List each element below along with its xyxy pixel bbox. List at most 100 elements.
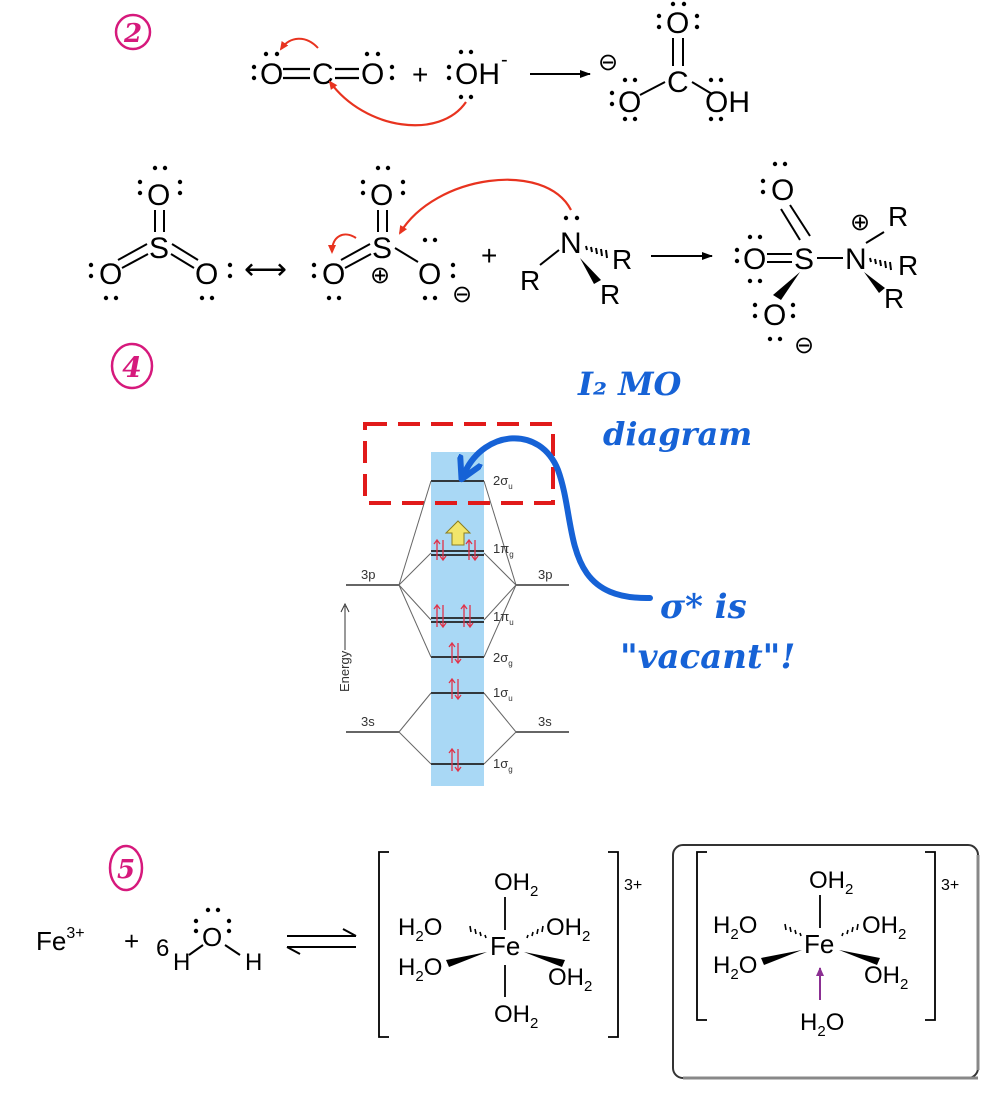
annotation-pointer-arrow <box>465 435 653 602</box>
amine-so3-adduct: O O S N ⊕ R R R O ⊖ <box>734 161 918 359</box>
so3a-right-oxygen: O <box>195 258 218 291</box>
mo-highlight-band <box>431 452 484 786</box>
mo-label-1sigma-g: 1σg <box>493 756 513 774</box>
mo-label-2sigma-g: 2σg <box>493 650 513 668</box>
svg-text:1σg: 1σg <box>493 756 513 774</box>
ligand-lower-left: H <box>713 952 730 979</box>
right-bracket <box>608 851 619 1038</box>
curved-arrow-oxygen-attack <box>328 80 467 127</box>
left-bracket <box>378 851 389 1038</box>
ligand-lower-right: OH <box>864 962 900 989</box>
svg-text:H2O: H2O <box>398 914 442 945</box>
lone-pair-dots <box>311 165 456 301</box>
svg-text:2σu: 2σu <box>493 473 513 491</box>
adduct-top-oxygen: O <box>771 174 794 207</box>
curved-arrow-pi-to-oxygen <box>328 233 357 254</box>
svg-text:OH2: OH2 <box>494 869 538 900</box>
lone-pair-dots <box>609 1 724 122</box>
annotation-mo-diagram-line1: I₂ MO <box>577 365 682 403</box>
hydroxide: OH <box>455 58 500 91</box>
bicarbonate-right-hydroxyl: OH <box>705 86 750 119</box>
adduct-r-top: R <box>888 201 908 232</box>
so3b-sulfur: S <box>372 232 392 265</box>
complex-charge: 3+ <box>624 877 642 894</box>
amine-r-right: R <box>612 244 632 275</box>
annotation-mo-diagram-line2: diagram <box>603 415 752 453</box>
curved-arrow-nitrogen-attack <box>398 178 572 235</box>
ligand-top: OH <box>809 867 845 894</box>
adduct-nitrogen: N <box>845 243 867 276</box>
amine-r-left: R <box>520 265 540 296</box>
svg-text:OH2: OH2 <box>548 964 592 995</box>
mo-diagram: 3p 3s 3p 3s 2σu 1πg 1πu 2σg 1σu <box>337 422 569 786</box>
svg-text:H2O: H2O <box>398 954 442 985</box>
hydroxide-charge: - <box>501 49 508 71</box>
mo-label-1pi-u: 1πu <box>493 609 514 627</box>
ligand-top: OH <box>494 869 530 896</box>
lone-pair-dots <box>251 51 395 81</box>
bicarbonate-left-oxygen: O <box>618 86 641 119</box>
bicarbonate-top-oxygen: O <box>666 7 689 40</box>
adduct-r-right: R <box>898 250 918 281</box>
svg-text:H2O: H2O <box>713 912 757 943</box>
problem-number-2: 2 <box>114 13 152 51</box>
plus-sign: + <box>481 240 497 271</box>
metal-center: Fe <box>804 929 834 959</box>
svg-text:OH2: OH2 <box>862 912 906 943</box>
resonance-arrow: ⟷ <box>244 253 287 286</box>
so3b-right-oxygen: O <box>418 258 441 291</box>
plus-sign: + <box>412 59 428 90</box>
svg-text:1σu: 1σu <box>493 685 513 703</box>
right-bracket <box>925 851 936 1021</box>
bicarbonate-carbon: C <box>667 66 689 99</box>
svg-text:OH2: OH2 <box>494 1001 538 1032</box>
water-h-right: H <box>245 949 262 976</box>
lone-pair-dots <box>193 907 232 934</box>
atomic-level-left-3s: 3s <box>361 714 375 729</box>
problem-number-4: 4 <box>110 342 154 390</box>
bicarbonate-negative-charge: ⊖ <box>598 49 618 76</box>
ligand-lower-left: H <box>398 954 415 981</box>
reaction-iron-hexaaqua: Fe3+ + 6 H O H 3+ OH2 Fe OH2 <box>36 844 980 1080</box>
ligand-lower-right: OH <box>548 964 584 991</box>
atomic-level-left-3p: 3p <box>361 567 375 582</box>
water-h-left: H <box>173 949 190 976</box>
so3b-top-oxygen: O <box>370 179 393 212</box>
ligand-upper-right: OH <box>546 914 582 941</box>
so3b-oxygen-negative-charge: ⊖ <box>452 281 472 308</box>
co2-carbon: C <box>312 58 334 91</box>
svg-text:OH2: OH2 <box>546 914 590 945</box>
svg-text:OH2: OH2 <box>864 962 908 993</box>
ligand-upper-left: H <box>398 914 415 941</box>
adduct-bottom-oxygen: O <box>763 299 786 332</box>
water-coefficient: 6 <box>156 935 169 962</box>
svg-text:OH2: OH2 <box>809 867 853 898</box>
energy-axis-label: Energy <box>337 650 352 692</box>
co2-left-oxygen: O <box>260 58 283 91</box>
lone-pair-dots <box>563 215 580 221</box>
svg-text:H2O: H2O <box>713 952 757 983</box>
adduct-r-bottom: R <box>884 283 904 314</box>
amine-nitrogen: N <box>560 227 582 260</box>
ligand-upper-right: OH <box>862 912 898 939</box>
atomic-level-right-3s: 3s <box>538 714 552 729</box>
problem-number-2-label: 2 <box>123 19 142 49</box>
amine-r-bottom: R <box>600 279 620 310</box>
co2-right-oxygen: O <box>361 58 384 91</box>
adduct-nitrogen-positive-charge: ⊕ <box>850 209 870 236</box>
lone-pair-dots <box>88 165 233 301</box>
tertiary-amine: N R R R <box>398 178 632 310</box>
iron-charge: 3+ <box>66 925 84 942</box>
water-oxygen: O <box>202 922 222 952</box>
sulfur-trioxide-resonance-a: O S O O <box>88 165 233 301</box>
so3a-top-oxygen: O <box>147 179 170 212</box>
problem-number-5-label: 5 <box>117 855 135 885</box>
adduct-oxygen-negative-charge: ⊖ <box>794 332 814 359</box>
equilibrium-arrows <box>286 928 357 955</box>
hexaaqua-iron-complex: 3+ OH2 Fe OH2 H2O OH2 H2O OH2 <box>378 851 642 1038</box>
lone-pair-dots <box>734 161 796 342</box>
reaction-co2-hydroxide: O C O + OH - O C O O <box>251 1 750 127</box>
plus-sign: + <box>124 926 139 956</box>
atomic-level-right-3p: 3p <box>538 567 552 582</box>
